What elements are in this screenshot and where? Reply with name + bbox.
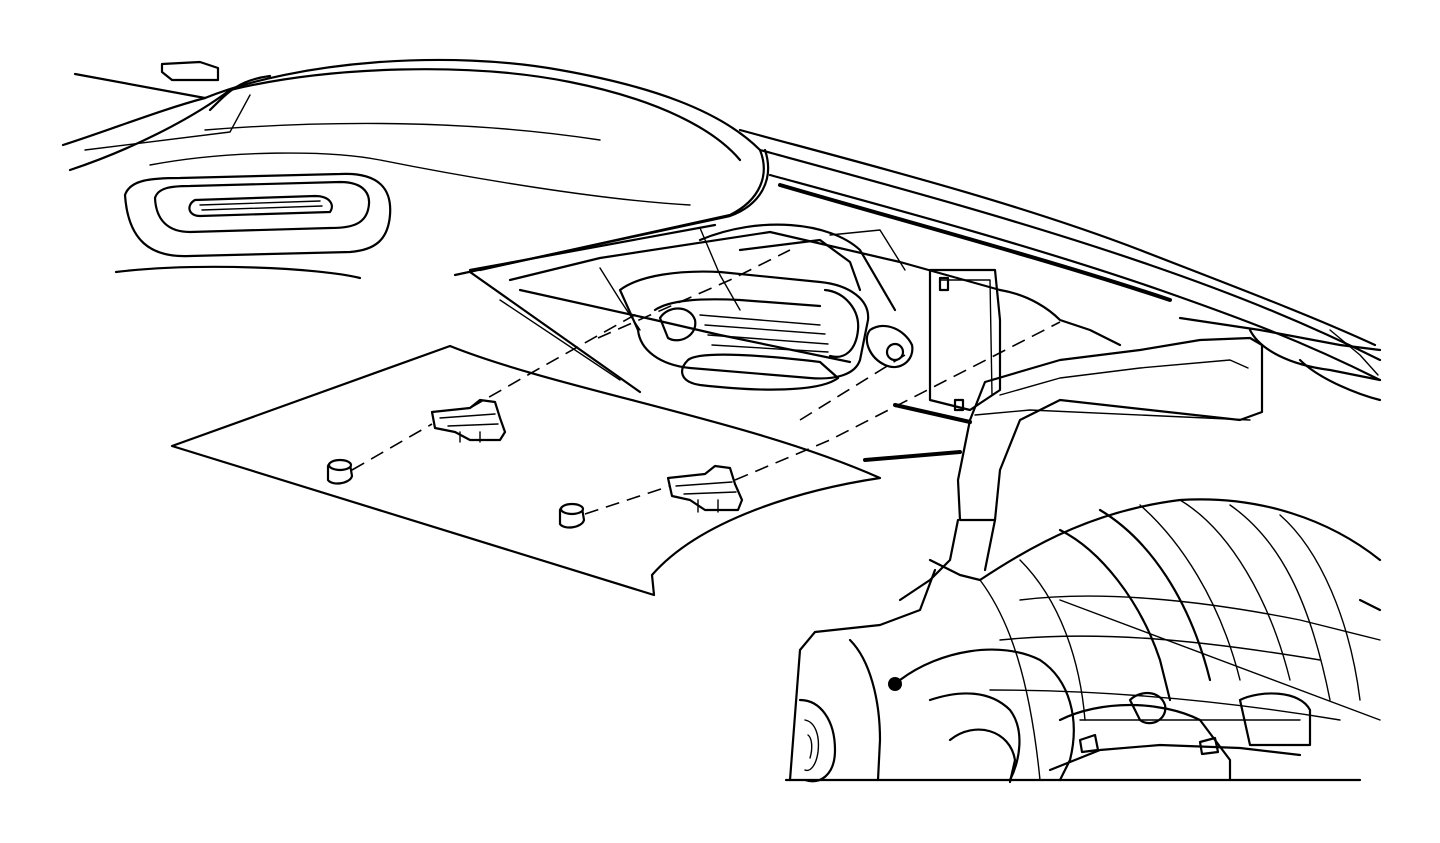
retainer-clip-2 (666, 464, 744, 513)
dashboard-upper-cover (114, 58, 770, 394)
airbag-module (618, 270, 914, 391)
windshield-trim-left (61, 60, 251, 172)
left-air-vent (123, 172, 392, 258)
right-pillar-trim (738, 128, 1382, 402)
retainer-clip-1 (430, 398, 507, 443)
right-side-panel (898, 336, 1264, 602)
screw-2 (558, 502, 586, 529)
closeout-panel (170, 344, 882, 597)
center-opening (508, 223, 1002, 364)
lower-right-dashboard (784, 498, 1382, 784)
screw-1 (326, 458, 354, 485)
right-bracket (863, 268, 1122, 462)
alignment-lines (351, 249, 1061, 515)
